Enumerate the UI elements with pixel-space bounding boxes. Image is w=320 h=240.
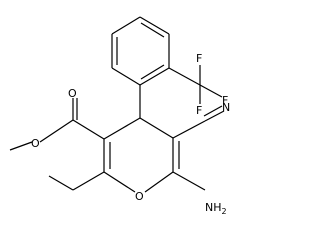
fluorine-bottom-label: F bbox=[196, 104, 202, 117]
nitrile-nitrogen-label: N bbox=[222, 101, 230, 114]
amine-label: NH2 bbox=[205, 201, 227, 215]
carbonyl-oxygen-label: O bbox=[68, 87, 77, 100]
ring-oxygen-label: O bbox=[135, 190, 144, 203]
molecule-structure: O O O N NH2 F F F bbox=[9, 16, 232, 215]
bonds bbox=[9, 16, 225, 193]
atom-labels: O O O N NH2 F F F bbox=[31, 52, 230, 215]
fluorine-right-label: F bbox=[222, 94, 228, 107]
fluorine-top-label: F bbox=[196, 52, 202, 65]
methoxy-oxygen-label: O bbox=[31, 137, 40, 150]
